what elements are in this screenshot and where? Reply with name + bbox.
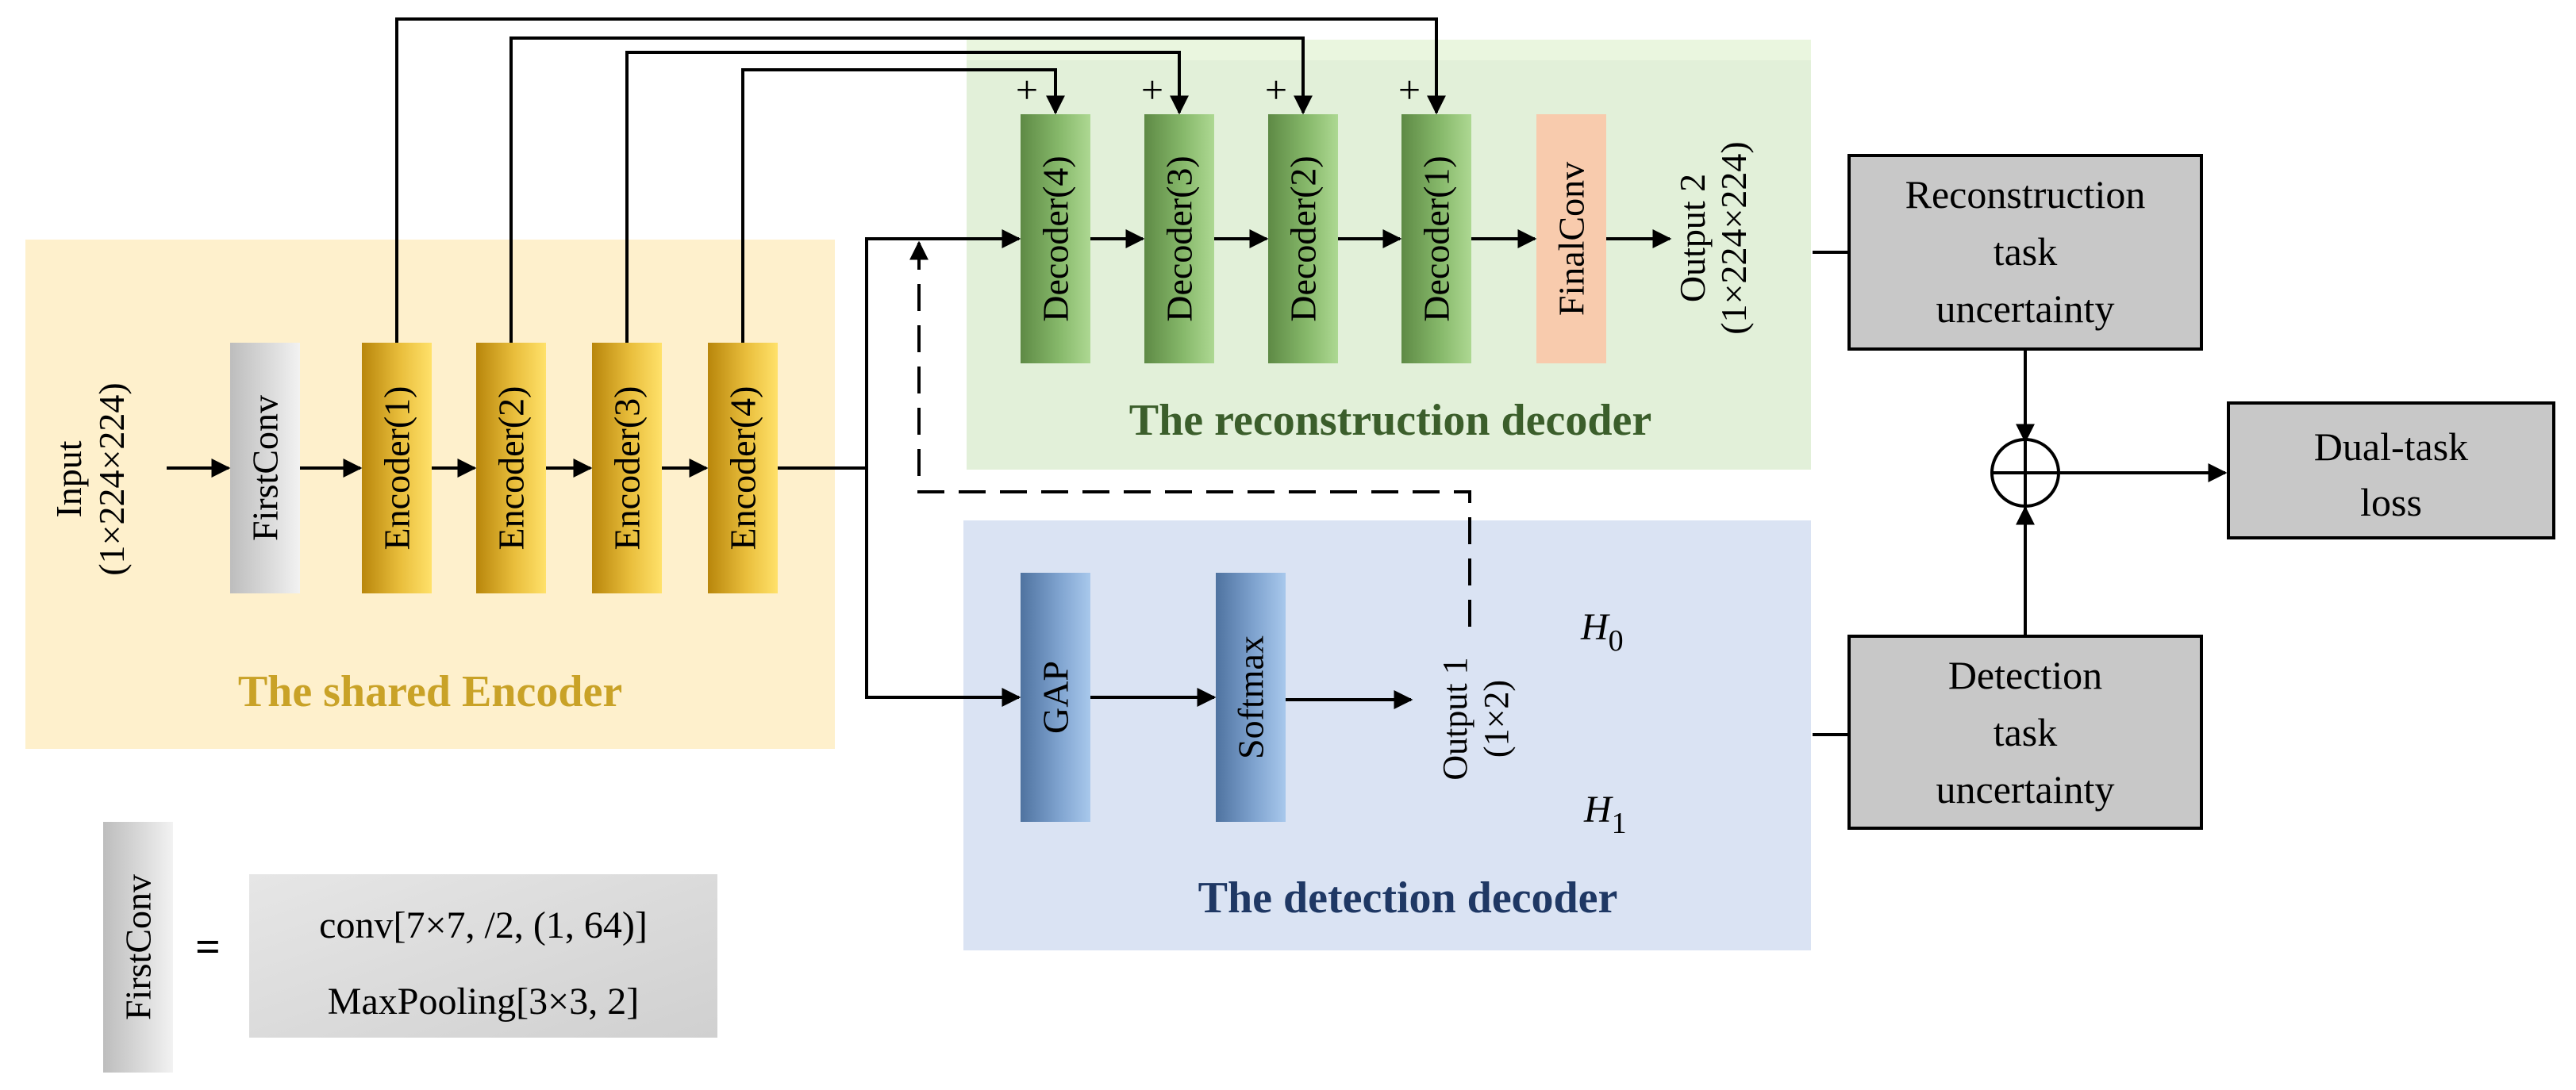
svg-text:Output 1: Output 1 — [1436, 657, 1474, 780]
recon-panel-title: The reconstruction decoder — [1129, 396, 1651, 445]
svg-text:(1×224×224): (1×224×224) — [91, 382, 132, 576]
skip-encoder2-decoder2 — [509, 36, 1313, 343]
svg-text:(1×224×224): (1×224×224) — [1713, 141, 1754, 335]
recon-panel-top-strip — [967, 40, 1811, 60]
finalconv-block — [1536, 114, 1606, 363]
legend-line1: conv[7×7, /2, (1, 64)] — [319, 904, 648, 946]
recon-panel — [967, 40, 1811, 470]
decoder-4-label: Decoder(4) — [1036, 155, 1076, 321]
softmax-block — [1216, 573, 1286, 822]
skip-plus-decoder3: + — [1141, 67, 1163, 112]
svg-text:Input: Input — [48, 440, 89, 517]
skip-plus-decoder1: + — [1398, 67, 1421, 112]
encoder-3-label: Encoder(3) — [607, 386, 648, 551]
output1-label: Output 1 (1×2) — [1436, 657, 1516, 780]
legend-definition-box — [249, 874, 717, 1038]
decoder-1-label: Decoder(1) — [1417, 155, 1457, 321]
encoder-2-label: Encoder(2) — [491, 386, 532, 551]
finalconv-label: FinalConv — [1551, 162, 1592, 316]
decoder-3-block — [1144, 114, 1214, 363]
decoder-2-block — [1268, 114, 1338, 363]
detect-panel — [963, 520, 1811, 950]
legend-line2: MaxPooling[3×3, 2] — [328, 981, 639, 1023]
decoder-3-label: Decoder(3) — [1159, 155, 1200, 321]
encoder-4-block — [708, 343, 778, 593]
dual-task-loss-box — [2227, 401, 2555, 539]
legend-equals: = — [195, 923, 221, 972]
encoder-panel-title: The shared Encoder — [238, 667, 622, 716]
gap-block — [1021, 573, 1090, 822]
firstconv-label: FirstConv — [245, 395, 286, 541]
decoder-1-block — [1401, 114, 1471, 363]
decoder-4-block — [1021, 114, 1090, 363]
detect-uncertainty-box — [1847, 635, 2203, 830]
recon-uncertainty-line2: task — [1994, 229, 2058, 274]
skip-plus-decoder4: + — [1016, 67, 1038, 112]
svg-text:Output 2: Output 2 — [1672, 174, 1713, 302]
recon-uncertainty-line3: uncertainty — [1936, 286, 2115, 331]
detect-uncertainty-line1: Detection — [1948, 653, 2102, 697]
svg-text:(1×2): (1×2) — [1477, 680, 1516, 758]
encoder-4-label: Encoder(4) — [723, 386, 763, 551]
recon-uncertainty-box — [1847, 154, 2203, 351]
recon-uncertainty-line1: Reconstruction — [1905, 172, 2146, 217]
skip-plus-decoder2: + — [1265, 67, 1287, 112]
detect-panel-title: The detection decoder — [1198, 873, 1618, 923]
skip-encoder3-decoder3 — [625, 51, 1189, 343]
softmax-label: Softmax — [1231, 635, 1271, 759]
arrow-split-gap — [865, 468, 1021, 707]
detect-uncertainty-line2: task — [1994, 710, 2058, 754]
firstconv-block — [230, 343, 300, 593]
detect-uncertainty-line3: uncertainty — [1936, 767, 2115, 812]
legend-firstconv-label: FirstConv — [118, 874, 159, 1020]
skip-encoder1-decoder1 — [395, 17, 1446, 343]
encoder-3-block — [592, 343, 662, 593]
dual-task-loss-line1: Dual-task — [2314, 424, 2468, 469]
encoder-2-block — [476, 343, 546, 593]
hypothesis-h1: H1 — [1583, 789, 1627, 840]
arrow-split-decoder4 — [865, 229, 1021, 468]
skip-encoder4-decoder4 — [741, 68, 1065, 343]
encoder-1-block — [362, 343, 432, 593]
sum-node-icon — [1990, 438, 2060, 508]
input-label: Input (1×224×224) — [48, 382, 132, 576]
hypothesis-h0: H0 — [1580, 606, 1624, 658]
output2-label: Output 2 (1×224×224) — [1672, 141, 1754, 335]
legend-firstconv-block — [103, 822, 173, 1073]
dashed-feedback-arrow — [909, 240, 1471, 627]
dual-task-loss-line2: loss — [2360, 480, 2422, 524]
decoder-2-label: Decoder(2) — [1283, 155, 1324, 321]
gap-label: GAP — [1036, 661, 1076, 734]
encoder-1-label: Encoder(1) — [377, 386, 417, 551]
